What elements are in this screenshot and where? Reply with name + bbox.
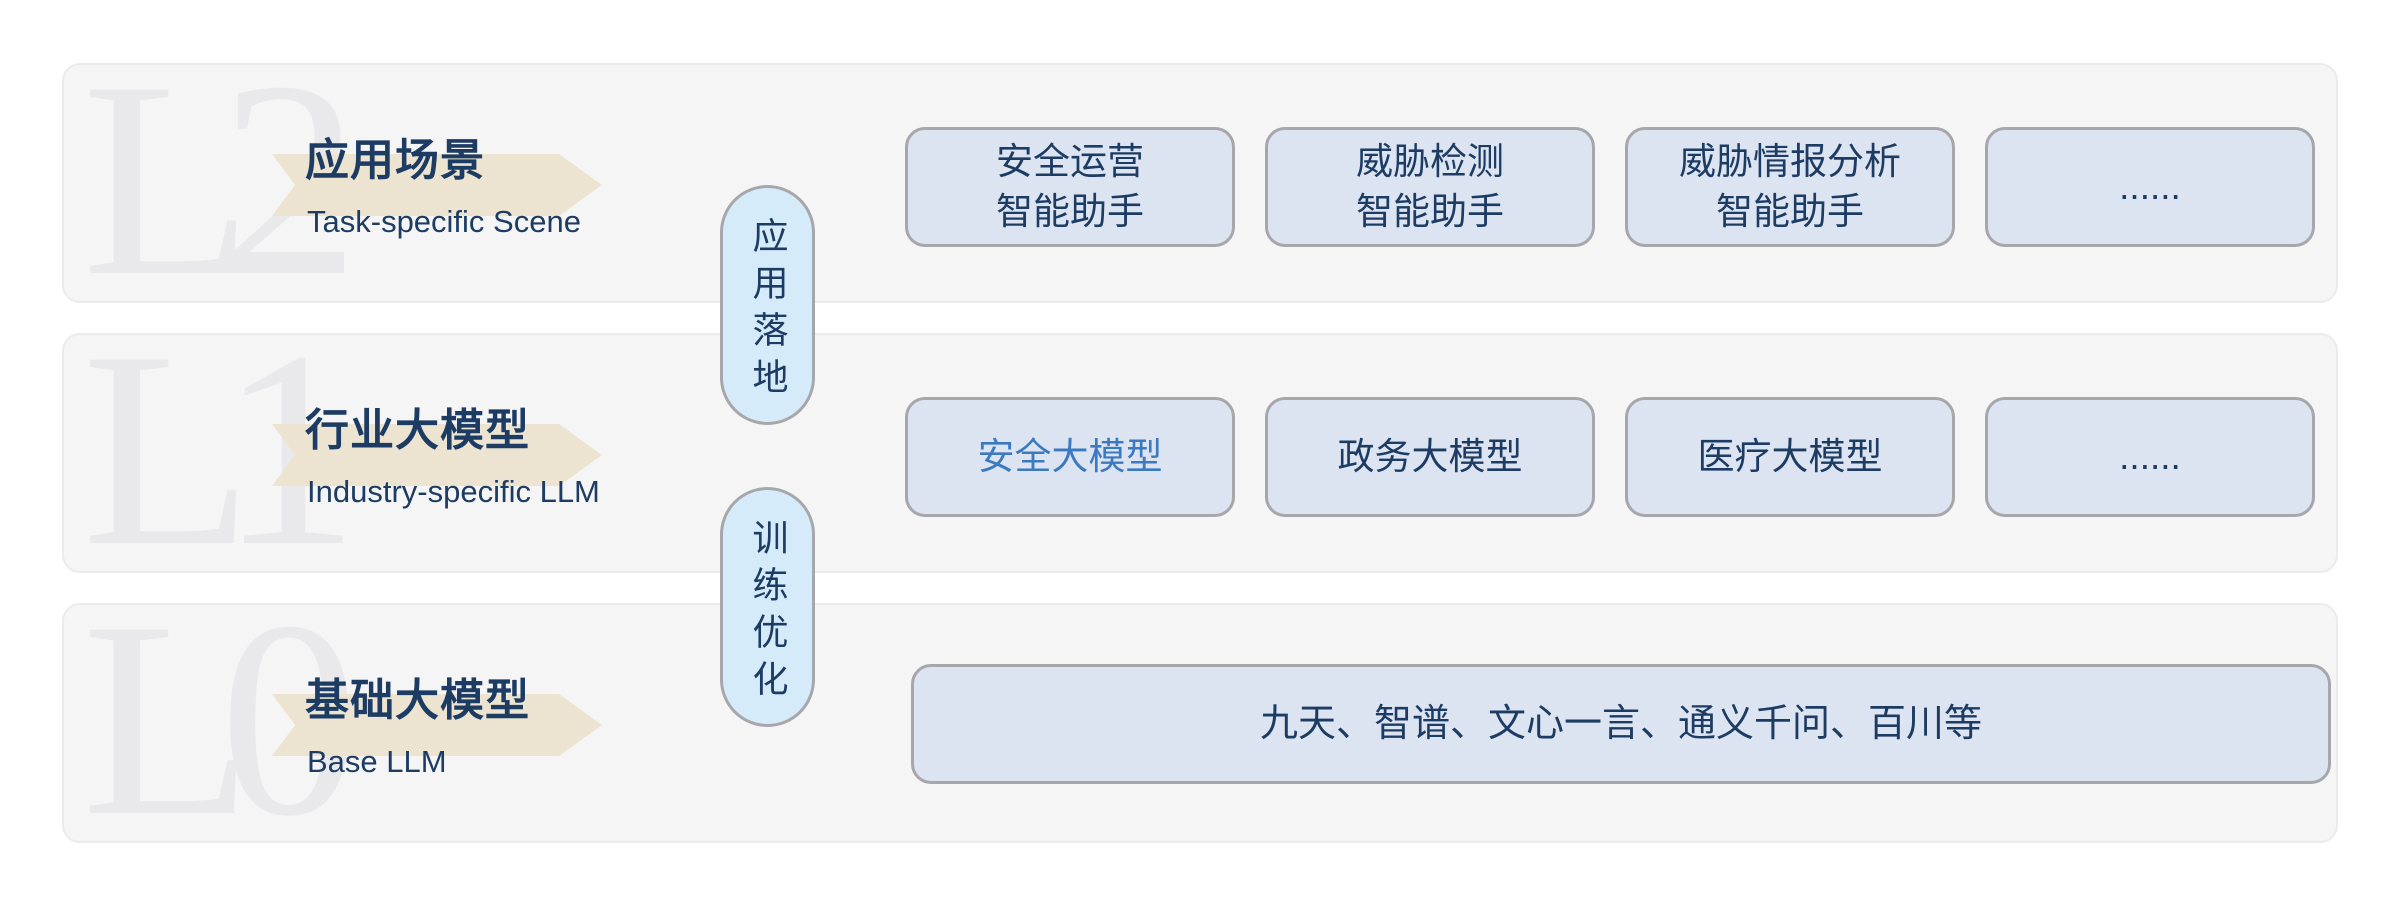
card-row-l0: 九天、智谱、文心一言、通义千问、百川等 [911,664,2331,784]
card-base-llm-vendors: 九天、智谱、文心一言、通义千问、百川等 [911,664,2331,784]
layer-subtitle-l1: Industry-specific LLM [307,474,600,509]
layer-title-l2: 应用场景 [305,136,485,185]
card-l1-ellipsis: ...... [1985,397,2315,517]
title-arrow-l1 [272,424,602,486]
card-security-ops-assistant: 安全运营 智能助手 [905,127,1235,247]
card-l2-ellipsis: ...... [1985,127,2315,247]
watermark-l0: L0 [82,563,359,874]
card-threat-detection-assistant: 威胁检测 智能助手 [1265,127,1595,247]
title-arrow-l0 [272,694,602,756]
card-threat-intel-analysis-assistant: 威胁情报分析 智能助手 [1625,127,1955,247]
layer-subtitle-l2: Task-specific Scene [307,204,581,239]
connector-pill-application-landing: 应用落地 [720,185,815,425]
card-row-l1: 安全大模型 政务大模型 医疗大模型 ...... [905,397,2315,517]
layer-title-l1: 行业大模型 [305,406,530,455]
watermark-l2: L2 [82,23,359,334]
card-row-l2: 安全运营 智能助手 威胁检测 智能助手 威胁情报分析 智能助手 ...... [905,127,2315,247]
card-security-llm: 安全大模型 [905,397,1235,517]
layer-panel-l0: L0 基础大模型 Base LLM 九天、智谱、文心一言、通义千问、百川等 [62,579,2338,859]
title-arrow-l2 [272,154,602,216]
layer-title-l0: 基础大模型 [305,676,530,725]
watermark-l1: L1 [82,293,359,604]
card-government-llm: 政务大模型 [1265,397,1595,517]
layer-subtitle-l0: Base LLM [307,744,447,779]
layer-panel-l2: L2 应用场景 Task-specific Scene 安全运营 智能助手 威胁… [62,39,2338,319]
layer-panel-l1: L1 行业大模型 Industry-specific LLM 安全大模型 政务大… [62,309,2338,589]
connector-pill-training-optimization: 训练优化 [720,487,815,727]
card-medical-llm: 医疗大模型 [1625,397,1955,517]
